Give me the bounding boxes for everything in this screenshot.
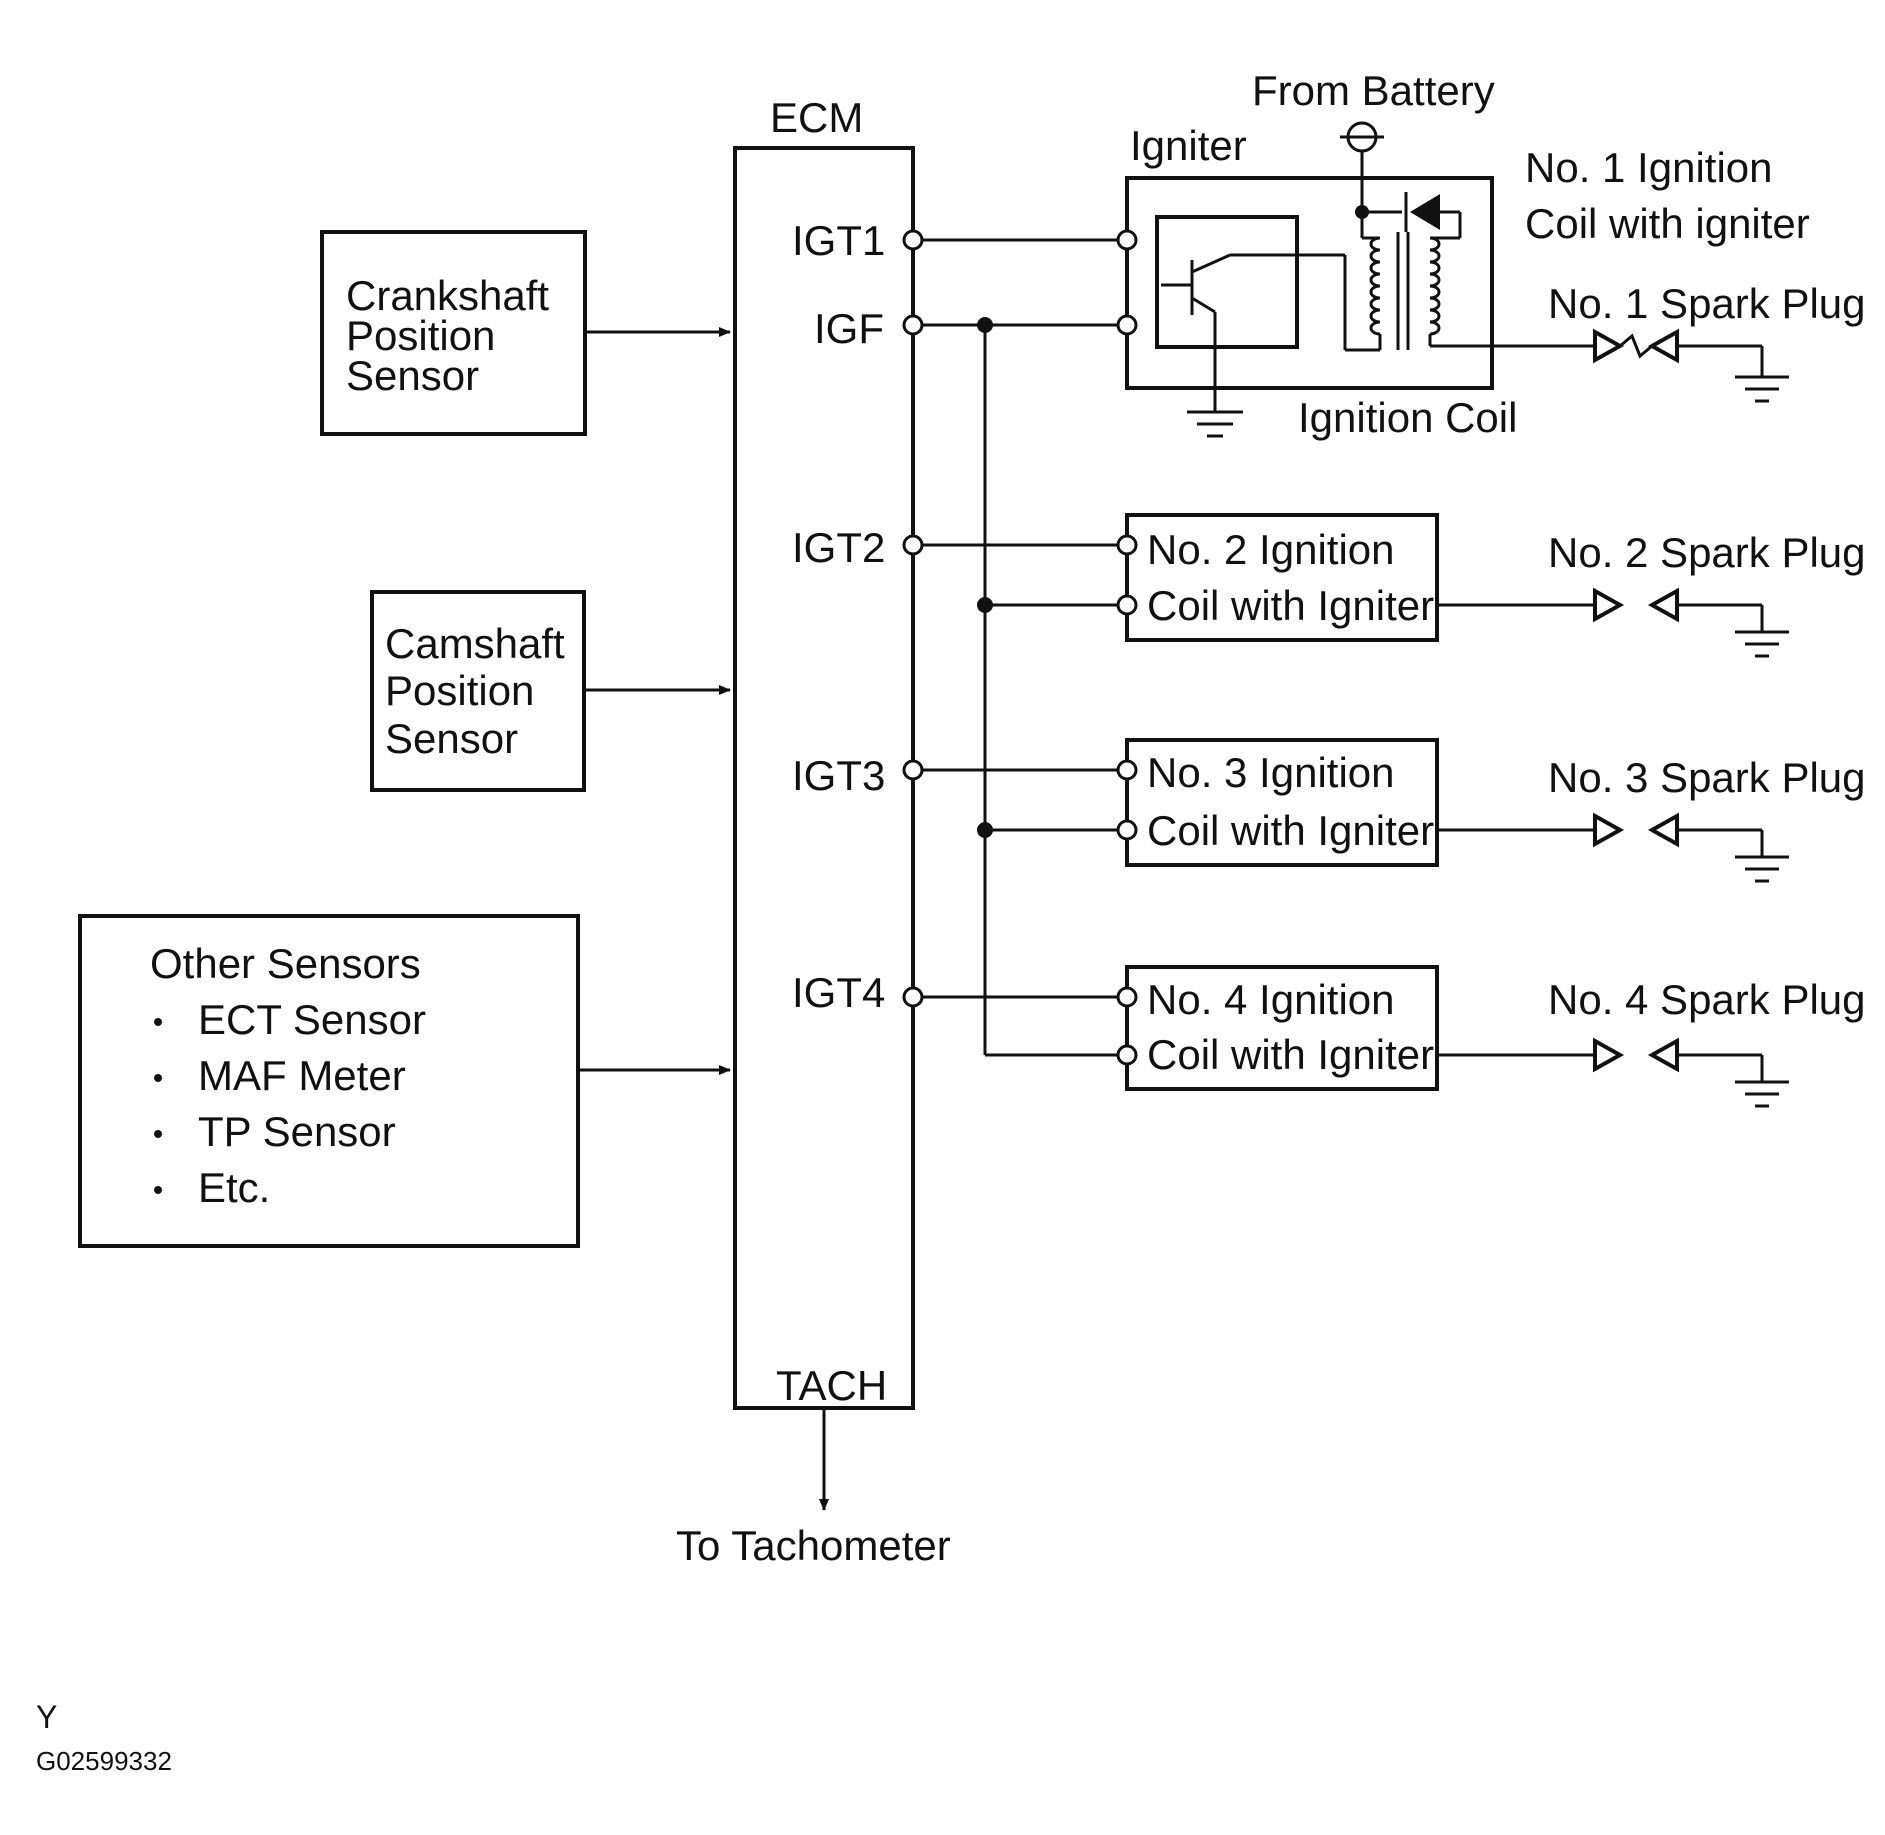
diode-icon (1404, 192, 1462, 240)
junction-dot (977, 822, 993, 838)
spark-plug-1-label: No. 1 Spark Plug (1548, 280, 1866, 327)
ecm-terminal-igt1 (902, 229, 924, 251)
spark-plug-2: No. 2 Spark Plug (1437, 529, 1866, 658)
crankshaft-sensor-box: Crankshaft Position Sensor (320, 230, 731, 436)
crankshaft-label-line3: Sensor (346, 352, 479, 399)
coil3-label-line1: No. 3 Ignition (1147, 749, 1395, 796)
tach-label: TACH (776, 1362, 887, 1409)
spark-plug-3-label: No. 3 Spark Plug (1548, 754, 1866, 801)
coil3-terminal-igt (1116, 759, 1138, 781)
footer-figure-id: G02599332 (36, 1746, 172, 1776)
coil2-label-line1: No. 2 Ignition (1147, 526, 1395, 573)
crankshaft-label-line2: Position (346, 312, 495, 359)
ecm-title: ECM (770, 94, 863, 141)
bullet-icon (154, 1186, 162, 1194)
coil4-terminal-igf (1116, 1044, 1138, 1066)
other-sensor-item: ECT Sensor (198, 996, 426, 1043)
other-sensor-item: TP Sensor (198, 1108, 396, 1155)
spark-plug-2-label: No. 2 Spark Plug (1548, 529, 1866, 576)
junction-dot (977, 317, 993, 333)
coil2-terminal-igf (1116, 594, 1138, 616)
other-sensor-item: MAF Meter (198, 1052, 406, 1099)
igf-label: IGF (814, 305, 884, 352)
other-sensors-box: Other Sensors ECT Sensor MAF Meter TP Se… (78, 914, 731, 1248)
ecm-terminal-igt3 (902, 759, 924, 781)
crankshaft-label-line1: Crankshaft (346, 272, 549, 319)
spark-plug-4: No. 4 Spark Plug (1437, 976, 1866, 1108)
signal-wiring (918, 238, 1122, 1057)
coil4-label-line2: Coil with Igniter (1147, 1031, 1434, 1078)
coil3-label-line2: Coil with Igniter (1147, 807, 1434, 854)
other-sensors-title: Other Sensors (150, 940, 421, 987)
igt3-label: IGT3 (792, 752, 885, 799)
coil2-box: No. 2 Ignition Coil with Igniter (1116, 513, 1439, 642)
coil1-terminal-igt (1116, 229, 1138, 251)
coil2-label-line2: Coil with Igniter (1147, 582, 1434, 629)
coil1-title-line2: Coil with igniter (1525, 200, 1810, 247)
igt1-label: IGT1 (792, 217, 885, 264)
ecm-block: ECM IGT1 IGF IGT2 IGT3 IGT4 TACH (733, 94, 915, 1410)
igniter-label: Igniter (1130, 122, 1247, 169)
ecm-terminal-igt4 (902, 986, 924, 1008)
junction-dot (977, 597, 993, 613)
bullet-icon (154, 1130, 162, 1138)
coil3-box: No. 3 Ignition Coil with Igniter (1116, 738, 1439, 867)
ecm-terminals (902, 229, 924, 1008)
coil1-terminal-igf (1116, 314, 1138, 336)
bullet-icon (154, 1018, 162, 1026)
spark-plug-3: No. 3 Spark Plug (1437, 754, 1866, 883)
camshaft-label-line2: Position (385, 667, 534, 714)
tach-output: To Tachometer (676, 1408, 951, 1569)
camshaft-label-line3: Sensor (385, 715, 518, 762)
ignition-coil-icon (1360, 212, 1492, 350)
spark-plug-1: No. 1 Spark Plug (1492, 280, 1866, 403)
spark-plug-4-label: No. 4 Spark Plug (1548, 976, 1866, 1023)
footer-code-letter: Y (36, 1699, 57, 1735)
from-battery-label: From Battery (1252, 67, 1495, 114)
to-tachometer-label: To Tachometer (676, 1522, 951, 1569)
bullet-icon (154, 1074, 162, 1082)
ecm-terminal-igt2 (902, 534, 924, 556)
igt2-label: IGT2 (792, 524, 885, 571)
coil2-terminal-igt (1116, 534, 1138, 556)
coil1-title-line1: No. 1 Ignition (1525, 144, 1773, 191)
coil4-terminal-igt (1116, 986, 1138, 1008)
ecm-terminal-igf (902, 314, 924, 336)
other-sensor-item: Etc. (198, 1164, 270, 1211)
ignition-coil-label: Ignition Coil (1298, 394, 1517, 441)
coil3-terminal-igf (1116, 819, 1138, 841)
coil1-assembly: From Battery Igniter Ignition Coil No. 1… (1116, 67, 1810, 441)
igt4-label: IGT4 (792, 969, 885, 1016)
camshaft-sensor-box: Camshaft Position Sensor (370, 590, 731, 792)
coil4-label-line1: No. 4 Ignition (1147, 976, 1395, 1023)
coil4-box: No. 4 Ignition Coil with Igniter (1116, 965, 1439, 1091)
camshaft-label-line1: Camshaft (385, 620, 565, 667)
